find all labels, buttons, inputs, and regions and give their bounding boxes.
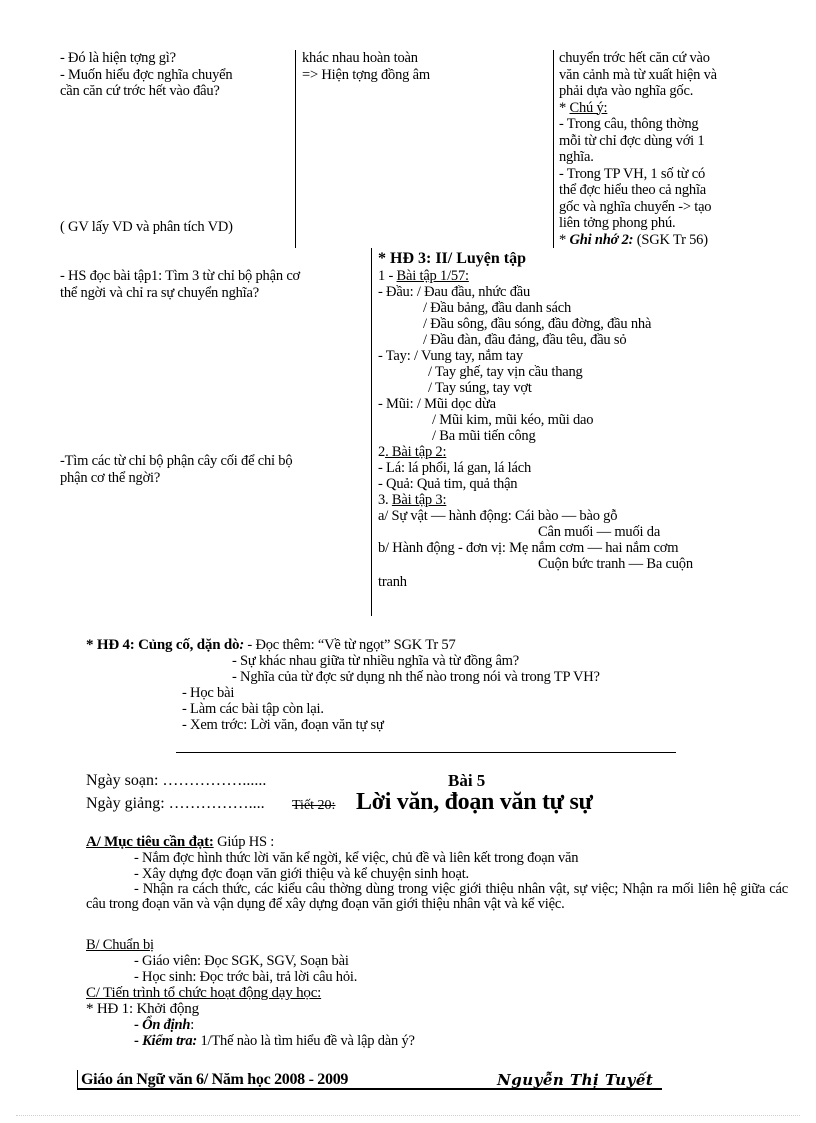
exercise-3-a-cont: Cân muối — muối da — [538, 524, 661, 540]
review-item: - Nghĩa của từ đợc sử dụng nh thế nào tr… — [232, 669, 600, 685]
question-line: - Đó là hiện tợng gì? — [60, 50, 176, 66]
activity-4-block: * HĐ 4: Củng cố, dặn dò: - Đọc thêm: “Về… — [86, 637, 600, 733]
question-line: - Muốn hiểu đợc nghĩa chuyển — [60, 66, 233, 83]
content-line: gốc và nghĩa chuyển -> tạo — [559, 198, 712, 215]
activity-1-heading: * HĐ 1: Khởi động — [86, 1001, 199, 1017]
exercise-3-a: a/ Sự vật — hành động: Cái bào — bào gỗ — [378, 508, 618, 524]
objective-item: - Nắm đợc hình thức lời văn kể ngời, kể … — [134, 850, 579, 866]
memory-note: * Ghi nhớ 2: (SGK Tr 56) — [559, 231, 708, 248]
exercise-3-heading: 3. Bài tập 3: — [378, 492, 447, 508]
part-c: C/ Tiến trình tổ chức hoạt động dạy học:… — [86, 985, 415, 1049]
memory-label: Ghi nhớ 2: — [569, 231, 634, 248]
lesson-title: Lời văn, đoạn văn tự sự — [356, 789, 593, 815]
part-b-heading: B/ Chuẩn bị — [86, 937, 154, 953]
note-label: Chú ý: — [569, 99, 608, 116]
footer-course: Giáo án Ngữ văn 6/ Năm học 2008 - 2009 — [81, 1071, 349, 1088]
exercise-question-1: - HS đọc bài tập1: Tìm 3 từ chỉ bộ phận … — [60, 268, 301, 301]
homework-item: - Học bài — [182, 685, 235, 701]
exercise-2-item: - Quả: Quả tim, quả thận — [378, 476, 518, 492]
table-column-divider — [553, 50, 554, 248]
footer-author: Nguyễn Thị Tuyết — [497, 1071, 654, 1089]
exercise-3-b: b/ Hành động - đơn vị: Mẹ nắm cơm — hai … — [378, 540, 679, 556]
content-cell: chuyển trớc hết căn cứ vào văn cảnh mà t… — [559, 50, 769, 248]
content-line: - Trong TP VH, 1 số từ có — [559, 165, 706, 182]
content-line: mỗi từ chỉ đợc dùng với 1 — [559, 132, 705, 149]
exercise-question-2: -Tìm các từ chỉ bộ phận cây cối để chỉ b… — [60, 453, 293, 486]
period-label: Tiết 20: — [292, 798, 336, 813]
dau-row: - Đầu: / Đau đầu, nhức đầu — [378, 284, 531, 300]
exercise-2-item: - Lá: lá phổi, lá gan, lá lách — [378, 460, 532, 476]
dau-item: / Đầu đàn, đầu đảng, đầu têu, đầu sỏ — [423, 332, 627, 348]
dau-item: / Đầu sông, đầu sóng, đầu đờng, đầu nhà — [423, 316, 652, 332]
exercise-3-b-cont: Cuộn bức tranh — Ba cuộn — [538, 556, 693, 572]
part-a-heading: A/ Mục tiêu cần đạt: Giúp HS : — [86, 834, 275, 850]
teacher-questions-cell: - Đó là hiện tợng gì? - Muốn hiểu đợc ng… — [60, 50, 233, 100]
tay-item: / Tay súng, tay vợt — [428, 380, 532, 396]
homework-item: - Xem trớc: Lời văn, đoạn văn tự sự — [182, 717, 384, 733]
part-b: B/ Chuẩn bị - Giáo viên: Đọc SGK, SGV, S… — [86, 937, 357, 985]
answer-line: => Hiện tợng đồng âm — [302, 66, 430, 83]
exercise-2-heading: 2. Bài tập 2: — [378, 444, 447, 460]
tay-item: / Tay ghế, tay vịn cầu thang — [428, 364, 583, 380]
activity-3-heading: * HĐ 3: II/ Luyện tập — [378, 250, 527, 267]
note-heading: * Chú ý: — [559, 99, 608, 116]
section-divider — [176, 752, 676, 753]
content-line: chuyển trớc hết căn cứ vào — [559, 50, 710, 66]
teacher-note: ( GV lấy VD và phân tích VD) — [60, 219, 233, 235]
part-a: A/ Mục tiêu cần đạt: Giúp HS : - Nắm đợc… — [86, 834, 796, 912]
check-item: - Kiểm tra: 1/Thế nào là tìm hiểu đề và … — [134, 1033, 415, 1049]
mui-item: / Ba mũi tiến công — [432, 428, 536, 444]
content-line: nghĩa. — [559, 149, 594, 165]
footer-rule — [77, 1088, 662, 1090]
answer-line: khác nhau hoàn toàn — [302, 50, 418, 66]
prep-date: Ngày soạn: ……………...... — [86, 772, 267, 789]
mui-item: / Mũi kim, mũi kéo, mũi dao — [432, 412, 594, 428]
content-line: thể đợc hiểu theo cả nghĩa — [559, 182, 707, 198]
practice-column: * HĐ 3: II/ Luyện tập 1 - Bài tập 1/57: … — [378, 250, 693, 590]
content-line: - Trong câu, thông thờng — [559, 116, 699, 132]
prep-item: - Học sinh: Đọc trớc bài, trả lời câu hỏ… — [134, 969, 358, 985]
content-line: liên tởng phong phú. — [559, 215, 676, 231]
table-column-divider — [295, 50, 296, 248]
activity-4-heading: * HĐ 4: Củng cố, dặn dò: - Đọc thêm: “Về… — [86, 637, 456, 653]
content-line: văn cảnh mà từ xuất hiện và — [559, 66, 717, 83]
homework-item: - Làm các bài tập còn lại. — [182, 701, 324, 717]
content-line: phải dựa vào nghĩa gốc. — [559, 83, 694, 99]
stabilize-item: - Ổn định: — [134, 1017, 195, 1033]
tay-row: - Tay: / Vung tay, nắm tay — [378, 348, 523, 364]
dau-item: / Đầu bảng, đầu danh sách — [423, 300, 572, 316]
student-answer-cell: khác nhau hoàn toàn => Hiện tợng đồng âm — [302, 50, 430, 83]
footer-left-border — [77, 1070, 78, 1088]
review-item: - Sự khác nhau giữa từ nhiều nghĩa và từ… — [232, 653, 519, 669]
part-c-heading: C/ Tiến trình tổ chức hoạt động dạy học: — [86, 985, 322, 1001]
page-separator — [16, 1115, 800, 1116]
prep-item: - Giáo viên: Đọc SGK, SGV, Soạn bài — [134, 953, 349, 969]
table-column-divider — [371, 248, 372, 616]
exercise-3-b-end: tranh — [378, 574, 407, 590]
objective-item: - Nhận ra cách thức, các kiểu câu thờng … — [86, 881, 788, 912]
objective-item: - Xây dựng đợc đoạn văn giới thiệu và kể… — [134, 866, 469, 882]
lesson-number: Bài 5 — [448, 771, 486, 790]
question-line: cần căn cứ trớc hết vào đâu? — [60, 83, 220, 99]
teach-date: Ngày giảng: …………….... — [86, 795, 265, 812]
mui-row: - Mũi: / Mũi dọc dừa — [378, 396, 496, 412]
exercise-1-heading: 1 - Bài tập 1/57: — [378, 268, 469, 284]
